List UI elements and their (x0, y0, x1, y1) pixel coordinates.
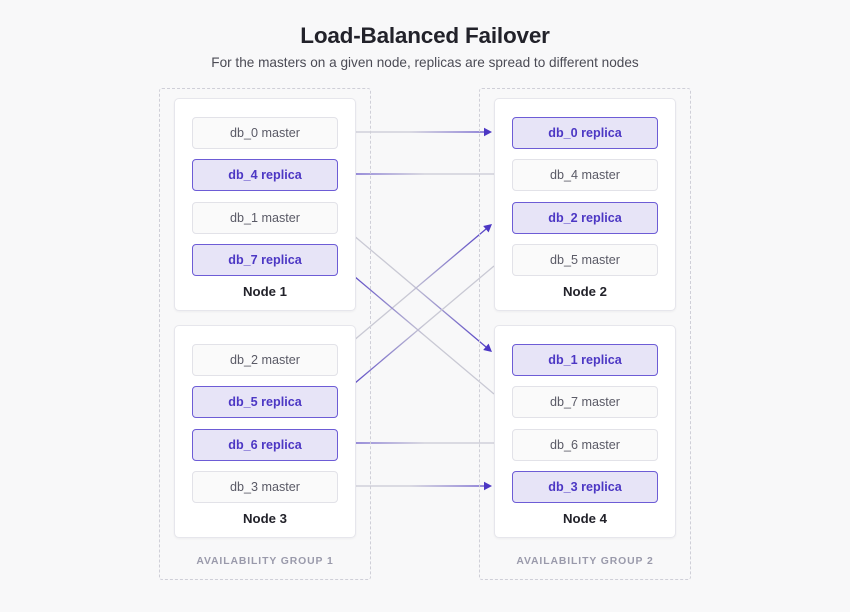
node-card-1[interactable]: db_0 master db_4 replica db_1 master db_… (174, 98, 356, 311)
node-label: Node 2 (563, 284, 607, 299)
node-card-2[interactable]: db_0 replica db_4 master db_2 replica db… (494, 98, 676, 311)
db-box[interactable]: db_2 master (192, 344, 338, 376)
db-box[interactable]: db_2 replica (512, 202, 658, 234)
availability-group-2: AVAILABILITY GROUP 2 (479, 88, 691, 580)
node-label: Node 1 (243, 284, 287, 299)
page-subtitle: For the masters on a given node, replica… (211, 55, 639, 70)
db-box[interactable]: db_6 master (512, 429, 658, 461)
db-box[interactable]: db_7 master (512, 386, 658, 418)
node-label: Node 4 (563, 511, 607, 526)
node-label: Node 3 (243, 511, 287, 526)
db-box[interactable]: db_1 master (192, 202, 338, 234)
db-box[interactable]: db_5 master (512, 244, 658, 276)
db-box[interactable]: db_4 master (512, 159, 658, 191)
db-box[interactable]: db_4 replica (192, 159, 338, 191)
db-box[interactable]: db_3 master (192, 471, 338, 503)
db-box[interactable]: db_3 replica (512, 471, 658, 503)
node-card-4[interactable]: db_1 replica db_7 master db_6 master db_… (494, 325, 676, 538)
db-box[interactable]: db_0 replica (512, 117, 658, 149)
availability-group-1-label: AVAILABILITY GROUP 1 (196, 556, 334, 567)
availability-group-1: AVAILABILITY GROUP 1 (159, 88, 371, 580)
db-box[interactable]: db_6 replica (192, 429, 338, 461)
db-box[interactable]: db_0 master (192, 117, 338, 149)
node-card-3[interactable]: db_2 master db_5 replica db_6 replica db… (174, 325, 356, 538)
availability-group-2-label: AVAILABILITY GROUP 2 (516, 556, 654, 567)
db-box[interactable]: db_1 replica (512, 344, 658, 376)
db-box[interactable]: db_7 replica (192, 244, 338, 276)
page-title: Load-Balanced Failover (300, 23, 550, 48)
db-box[interactable]: db_5 replica (192, 386, 338, 418)
